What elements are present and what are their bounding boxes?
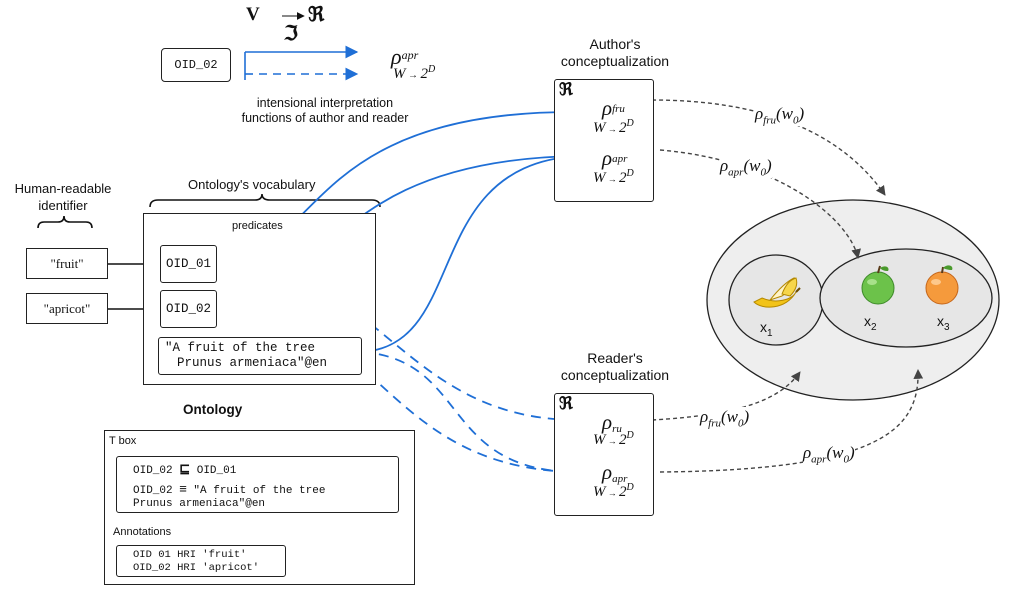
legend-signature: W → 2D (393, 64, 436, 82)
legend-arrows (244, 12, 359, 81)
ontology-title: Ontology (183, 402, 243, 417)
annotation-1: OID 01 HRI 'fruit' (133, 549, 247, 561)
tbox-axioms: OID_02 ⊑ OID_01 OID_02 ≡ "A fruit of the… (116, 456, 399, 513)
annotations-label: Annotations (113, 526, 172, 538)
tbox-label: T box (109, 435, 137, 447)
hri-fruit-box: "fruit" (26, 248, 108, 279)
oid01-label: OID_01 (165, 257, 211, 271)
author-fru-signature: W → 2D (593, 118, 634, 136)
label-x1: x1 (760, 319, 773, 339)
legend-rho-sub: apr (401, 48, 419, 63)
predicates-label: predicates (232, 220, 283, 232)
author-frak: ℜ (559, 80, 573, 99)
math-r: ℜ (308, 4, 325, 26)
reader-ru-rho: ρru (602, 410, 622, 436)
ext-author-apr (659, 149, 861, 259)
hri-brace (37, 215, 93, 229)
reader-apr-signature: W → 2D (593, 482, 634, 500)
vocabulary-brace (149, 193, 381, 208)
hri-fruit-label: "fruit" (50, 255, 84, 271)
label-author-apr-w0: ρapr(w0) (720, 156, 772, 179)
label-x3: x3 (937, 313, 950, 333)
label-reader-apr-w0: ρapr(w0) (803, 443, 855, 466)
banana-icon (753, 277, 801, 308)
ext-reader-apr (659, 369, 924, 473)
label-author-fru-w0: ρfru(w0) (755, 104, 805, 127)
vocabulary-title: Ontology's vocabulary (188, 177, 316, 192)
annotation-2: OID_02 HRI 'apricot' (133, 561, 260, 574)
oid02-box: OID_02 (160, 290, 217, 328)
hri-apricot-box: "apricot" (26, 293, 108, 324)
apricot-extension-set (819, 248, 993, 348)
apricot-icon (925, 265, 959, 305)
fruit-extension-set (728, 254, 824, 346)
math-v: V (246, 4, 260, 25)
hri-title: Human-readable identifier (14, 181, 112, 213)
literal-box: "A fruit of the tree Prunus armeniaca"@e… (158, 337, 362, 375)
author-title: Author's conceptualization (560, 36, 670, 69)
literal-line2: Prunus armeniaca"@en (177, 356, 328, 370)
legend-oid-label: OID_02 (174, 58, 218, 72)
reader-ru-signature: W → 2D (593, 430, 634, 448)
axiom-subsumption: OID_02 ⊑ OID_01 (133, 461, 237, 477)
reader-arrow-literal-apr (361, 351, 580, 480)
legend-caption: intensional interpretation functions of … (241, 96, 409, 125)
oid01-box: OID_01 (160, 245, 217, 283)
author-apr-rho: ρapr (602, 146, 628, 170)
legend-oid-box: OID_02 (161, 48, 231, 82)
author-fru-rho: ρfru (602, 96, 625, 120)
hri-apricot-label: "apricot" (43, 300, 91, 316)
reader-title: Reader's conceptualization (560, 350, 670, 383)
legend-rho: ρapr (391, 44, 419, 69)
reader-apr-rho: ρapr (602, 460, 628, 486)
axiom-equivalence: OID_02 ≡ "A fruit of the tree (133, 481, 326, 497)
axiom-equivalence-cont: Prunus armeniaca"@en (133, 498, 266, 510)
label-reader-fru-w0: ρfru(w0) (700, 407, 750, 430)
green-apple-icon (861, 265, 895, 305)
ext-reader-fru (651, 371, 801, 421)
label-x2: x2 (864, 313, 877, 333)
author-apr-signature: W → 2D (593, 168, 634, 186)
author-box: ℜ ρfru W → 2D ρapr W → 2D (554, 79, 654, 202)
math-j: ℑ (284, 23, 298, 45)
reader-frak: ℜ (559, 394, 573, 413)
reader-box: ℜ ρru W → 2D ρapr W → 2D (554, 393, 654, 516)
oid02-label: OID_02 (165, 302, 211, 316)
author-arrow-literal-apr (361, 149, 580, 353)
literal-line1: "A fruit of the tree (165, 341, 316, 355)
annotations-box: OID 01 HRI 'fruit' OID_02 HRI 'apricot' (116, 545, 286, 577)
